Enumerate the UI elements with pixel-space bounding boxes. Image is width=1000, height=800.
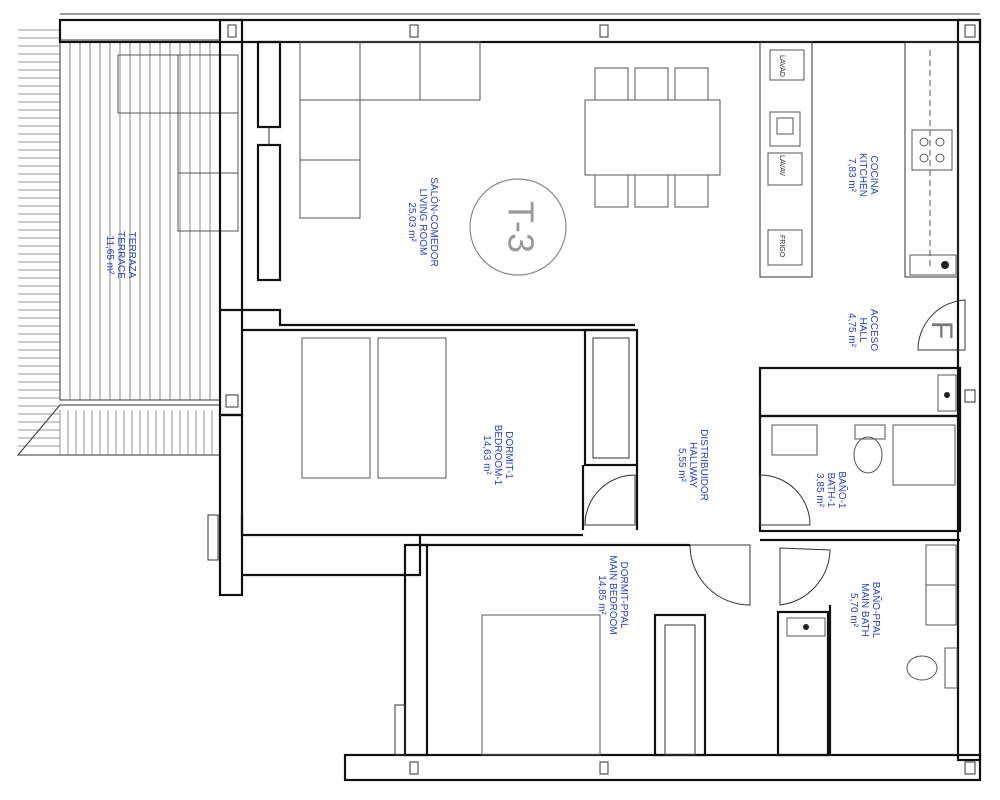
kitchen-fixtures: LAVAD LAVAV FRIGO bbox=[767, 49, 957, 276]
room-label-bano1-1: BATH-1 bbox=[825, 473, 836, 508]
living-sofa bbox=[299, 41, 481, 219]
unit-tag-text: T-3 bbox=[500, 201, 541, 253]
room-label-terraza-2: 11,65 m² bbox=[104, 236, 115, 275]
room-label-bano1-0: BAÑO-1 bbox=[836, 471, 849, 509]
room-label-terraza-1: TERRACE bbox=[115, 231, 126, 279]
room-label-distribuidor-1: HALLWAY bbox=[687, 442, 698, 488]
room-label-cocina-0: COCINA bbox=[868, 156, 879, 195]
terrace-deck bbox=[16, 29, 239, 456]
room-label-terraza-0: TERRAZA bbox=[126, 232, 137, 279]
unit-tag: T-3 bbox=[469, 178, 567, 276]
room-label-cocina-1: KITCHEN bbox=[857, 153, 868, 197]
room-label-acceso-2: 4,75 m² bbox=[846, 313, 857, 348]
room-label-distribuidor-2: 5,55 m² bbox=[676, 448, 687, 483]
double-bed bbox=[481, 614, 601, 756]
room-label-salon-1: LIVING ROOM bbox=[417, 189, 428, 256]
main-bath-fixtures bbox=[786, 544, 958, 689]
room-label-dormitppal-0: DORMIT-PPAL bbox=[618, 561, 629, 628]
room-label-banoppal-1: MAIN BATH bbox=[859, 583, 870, 637]
room-label-banoppal-2: 5,70 m² bbox=[848, 593, 859, 628]
room-label-dormitppal-2: 14,85 m² bbox=[596, 575, 607, 615]
room-label-bano1-2: 3,85 m² bbox=[814, 473, 825, 508]
room-label-banoppal-0: BAÑO-PPAL bbox=[870, 582, 883, 639]
dining-table bbox=[584, 67, 721, 208]
room-label-dormit1-1: BEDROOM-1 bbox=[492, 425, 503, 486]
doors bbox=[584, 299, 966, 606]
dishwasher-label: LAVAV bbox=[778, 155, 785, 176]
fridge-label: FRIGO bbox=[778, 235, 785, 258]
room-label-dormitppal-1: MAIN BEDROOM bbox=[607, 555, 618, 634]
washer-label: LAVAD bbox=[778, 55, 785, 77]
room-label-distribuidor-0: DISTRIBUIDOR bbox=[698, 429, 709, 501]
window-marks bbox=[207, 24, 976, 775]
room-label-acceso-1: HALL bbox=[857, 317, 868, 342]
room-label-salon-0: SALÓN-COMEDOR bbox=[428, 177, 441, 266]
room-label-salon-2: 25,03 m² bbox=[406, 202, 417, 242]
room-label-dormit1-2: 14,63 m² bbox=[481, 435, 492, 475]
room-label-acceso-0: ACCESO bbox=[868, 309, 879, 351]
room-label-cocina-2: 7,83 m² bbox=[846, 158, 857, 193]
bath1-fixtures bbox=[771, 374, 957, 486]
room-label-dormit1-0: DORMIT-1 bbox=[503, 431, 514, 479]
walls bbox=[58, 13, 982, 782]
twin-beds bbox=[301, 337, 447, 479]
entrance-mark: F bbox=[925, 321, 958, 339]
